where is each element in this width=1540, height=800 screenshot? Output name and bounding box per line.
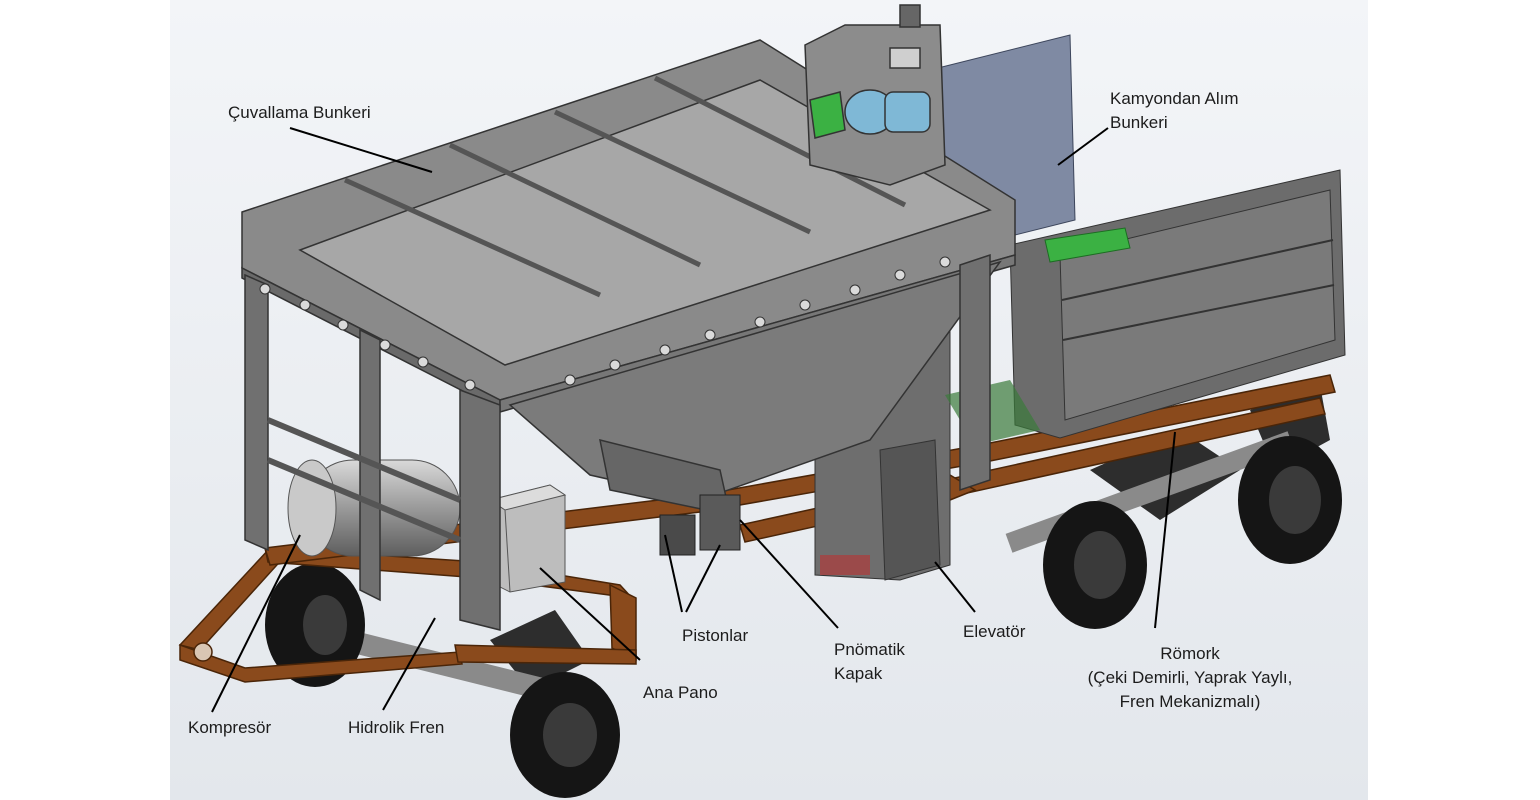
electrical-panel xyxy=(488,484,567,593)
label-compressor: Kompresör xyxy=(188,718,272,737)
label-truck-intake-line2: Bunkeri xyxy=(1110,113,1168,132)
label-pistons: Pistonlar xyxy=(682,626,749,645)
leader-lines xyxy=(211,127,1176,713)
label-elevator: Elevatör xyxy=(963,622,1026,641)
front-axle xyxy=(265,563,620,798)
label-trailer-line2: (Çeki Demirli, Yaprak Yaylı, xyxy=(1087,668,1293,687)
label-hydraulic-brake: Hidrolik Fren xyxy=(348,718,445,737)
label-trailer-line1: Römork xyxy=(1160,644,1220,663)
label-trailer: Römork (Çeki Demirli, Yaprak Yaylı, Fren… xyxy=(1060,642,1320,714)
truck-receiving-box xyxy=(945,169,1346,445)
flange-holes xyxy=(259,256,951,391)
elevator-head xyxy=(804,4,946,186)
label-truck-intake-line1: Kamyondan Alım xyxy=(1110,89,1239,108)
label-pneumatic-line2: Kapak xyxy=(834,664,883,683)
label-pneumatic-line1: Pnömatik xyxy=(834,640,905,659)
label-truck-intake-hopper: Kamyondan Alım Bunkeri xyxy=(1110,87,1239,135)
label-pneumatic-cover: Pnömatik Kapak xyxy=(834,638,905,686)
label-bagging-hopper: Çuvallama Bunkeri xyxy=(228,103,371,122)
label-trailer-line3: Fren Mekanizmalı) xyxy=(1119,692,1261,711)
label-main-panel: Ana Pano xyxy=(643,683,718,702)
